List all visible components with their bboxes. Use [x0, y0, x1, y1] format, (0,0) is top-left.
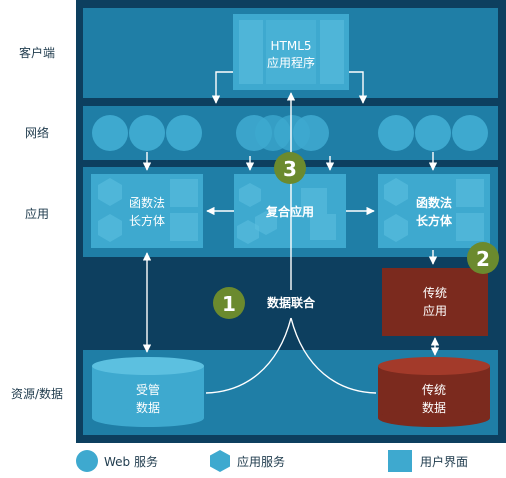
row-label-resources: 资源/数据 [10, 387, 64, 401]
left-cube-sublabel: 长方体 [129, 213, 165, 228]
legacy-app-label: 传统 [423, 285, 447, 300]
right-functional-cube: 函数法 长方体 [378, 174, 490, 248]
legend-ui: 用户界面 [420, 455, 469, 469]
badge-2: 2 [467, 242, 499, 274]
row-label-client: 客户端 [18, 46, 55, 60]
html5-label: HTML5 [270, 39, 311, 53]
web-service-icon [378, 115, 414, 151]
connectors [142, 71, 440, 394]
badge-1: 1 [213, 287, 245, 319]
legacy-application: 传统 应用 [382, 268, 488, 336]
badge-3-number: 3 [283, 157, 297, 181]
badge-2-number: 2 [476, 247, 490, 271]
managed-data-label: 受管 [136, 382, 160, 397]
legend-app-service: 应用服务 [237, 455, 286, 469]
legacy-data-sublabel: 数据 [422, 400, 446, 415]
badge-1-number: 1 [222, 292, 236, 316]
badge-3: 3 [274, 152, 306, 184]
composite-app-label: 复合应用 [265, 204, 314, 219]
left-functional-cube: 函数法 长方体 [91, 174, 203, 248]
right-cube-sublabel: 长方体 [416, 213, 453, 228]
legacy-data-label: 传统 [422, 382, 446, 397]
legend-ui-icon [388, 450, 412, 472]
managed-data-cylinder: 受管 数据 [92, 357, 204, 427]
legend-web-service: Web 服务 [104, 455, 158, 469]
legend-web-service-icon [76, 450, 98, 472]
web-service-icon [293, 115, 329, 151]
legacy-data-cylinder: 传统 数据 [378, 357, 490, 427]
web-service-icon [129, 115, 165, 151]
network-web-services [92, 115, 488, 151]
row-label-application: 应用 [24, 207, 49, 221]
left-cube-label: 函数法 [129, 195, 165, 210]
legend-app-service-icon [210, 450, 230, 472]
row-label-network: 网络 [24, 126, 49, 140]
right-cube-label: 函数法 [416, 195, 452, 210]
html5-sublabel: 应用程序 [267, 55, 315, 70]
legacy-app-sublabel: 应用 [423, 303, 447, 318]
web-service-icon [92, 115, 128, 151]
html5-app-block: HTML5 应用程序 [233, 14, 349, 90]
web-service-icon [166, 115, 202, 151]
data-federation-label: 数据联合 [267, 295, 316, 310]
web-service-icon [415, 115, 451, 151]
web-service-icon [452, 115, 488, 151]
managed-data-sublabel: 数据 [136, 400, 160, 415]
composite-app: 复合应用 [234, 174, 346, 248]
